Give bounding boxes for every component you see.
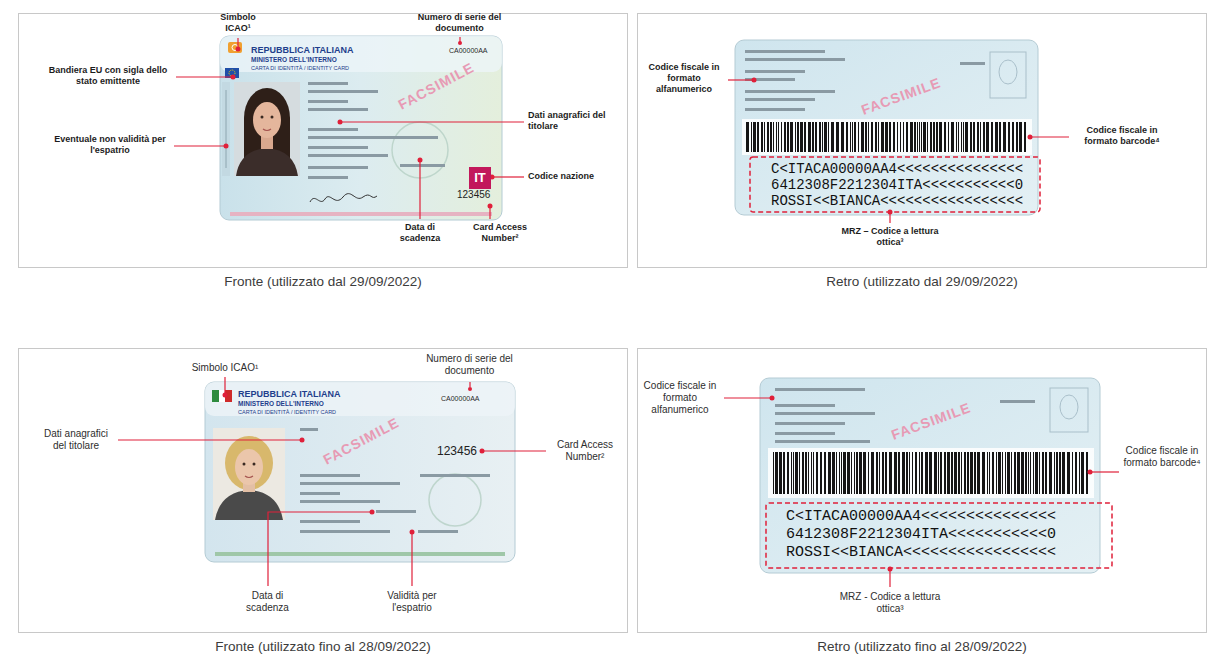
leader-lines (118, 37, 1119, 587)
callout-label: Simbolo ICAO¹ (175, 362, 275, 374)
callout-label: Simbolo ICAO¹ (213, 12, 263, 34)
panel-caption: Fronte (utilizzato dal 29/09/2022) (19, 274, 627, 289)
id-card-back-old (760, 378, 1112, 573)
card-type: CARTA DI IDENTITÀ / IDENTITY CARD (251, 65, 349, 71)
watermark: FACSIMILE (889, 399, 973, 443)
id-card-front-old (205, 382, 515, 562)
watermark: FACSIMILE (859, 74, 943, 118)
id-card: REPUBBLICA ITALIANAMINISTERO DELL'INTERN… (206, 383, 516, 563)
figure-panel: Retro (utilizzato fino al 28/09/2022)FAC… (637, 348, 1207, 633)
card-heading: REPUBBLICA ITALIANA (251, 45, 354, 55)
mrz-line: ROSSI<<BIANCA<<<<<<<<<<<<<<<<< (771, 194, 1023, 209)
panel-caption: Retro (utilizzato dal 29/09/2022) (638, 274, 1206, 289)
mrz-line: 6412308F2212304ITA<<<<<<<<<<<0 (786, 527, 1056, 544)
mrz-line: C<ITACA00000AA4<<<<<<<<<<<<<<< (771, 162, 1023, 177)
card-subheading: MINISTERO DELL'INTERNO (238, 400, 324, 407)
country-code: IT (469, 167, 491, 189)
card-access-number: 123456 (437, 445, 477, 459)
leader-dots (223, 41, 1093, 572)
callout-label: Numero di serie del documento (422, 353, 517, 377)
id-card: FACSIMILE C<ITACA00000AA4<<<<<<<<<<<<<<<6… (736, 41, 1039, 216)
figure-panel: Fronte (utilizzato fino al 28/09/2022)RE… (18, 348, 628, 633)
callout-label: Validità per l'espatrio (377, 590, 447, 614)
mrz-line: 6412308F2212304ITA<<<<<<<<<<<0 (771, 178, 1023, 193)
callout-label: Codice fiscale in formato barcode⁴ (1072, 125, 1172, 147)
panel-caption: Retro (utilizzato fino al 28/09/2022) (638, 639, 1206, 654)
mrz-line: ROSSI<<BIANCA<<<<<<<<<<<<<<<<< (786, 545, 1056, 562)
card-heading: REPUBBLICA ITALIANA (238, 389, 341, 399)
watermark: FACSIMILE (320, 414, 401, 467)
id-card-front-new (220, 36, 502, 220)
id-card-back-new (735, 40, 1040, 215)
callout-label: Codice nazione (528, 171, 618, 182)
card-type: CARTA DI IDENTITÀ / IDENTITY CARD (238, 409, 336, 415)
callout-label: Codice fiscale in formato alfanumerico (642, 62, 726, 94)
barcode (746, 122, 1088, 494)
callout-label: Dati anagrafici del titolare (36, 428, 116, 452)
callout-label: Codice fiscale in formato barcode⁴ (1122, 445, 1202, 469)
callout-label: Card Access Number² (465, 222, 535, 244)
callout-label: Data di scadenza (395, 222, 445, 244)
serial-number: CA00000AA (441, 395, 480, 403)
callout-label: Bandiera EU con sigla dello stato emitte… (44, 65, 172, 87)
card-subheading: MINISTERO DELL'INTERNO (251, 56, 337, 63)
callout-label: Codice fiscale in formato alfanumerico (640, 380, 720, 416)
callout-label: Numero di serie del documento (412, 12, 507, 34)
serial-number: CA00000AA (449, 47, 488, 55)
callout-label: Card Access Number² (549, 439, 621, 463)
mrz-line: C<ITACA00000AA4<<<<<<<<<<<<<<< (786, 509, 1056, 526)
card-access-number: 123456 (457, 189, 490, 201)
callout-label: MRZ - Codice a lettura ottica³ (835, 591, 945, 615)
callout-label: Dati anagrafici del titolare (528, 110, 618, 132)
panel-caption: Fronte (utilizzato fino al 28/09/2022) (19, 639, 627, 654)
watermark: FACSIMILE (395, 59, 476, 112)
callout-label: MRZ – Codice a lettura ottica³ (835, 226, 945, 248)
id-card: REPUBBLICA ITALIANAMINISTERO DELL'INTERN… (221, 37, 503, 221)
callout-label: Data di scadenza (240, 590, 295, 614)
id-card: FACSIMILE C<ITACA00000AA4<<<<<<<<<<<<<<<6… (761, 379, 1101, 574)
callout-label: Eventuale non validità per l'espatrio (50, 134, 170, 156)
